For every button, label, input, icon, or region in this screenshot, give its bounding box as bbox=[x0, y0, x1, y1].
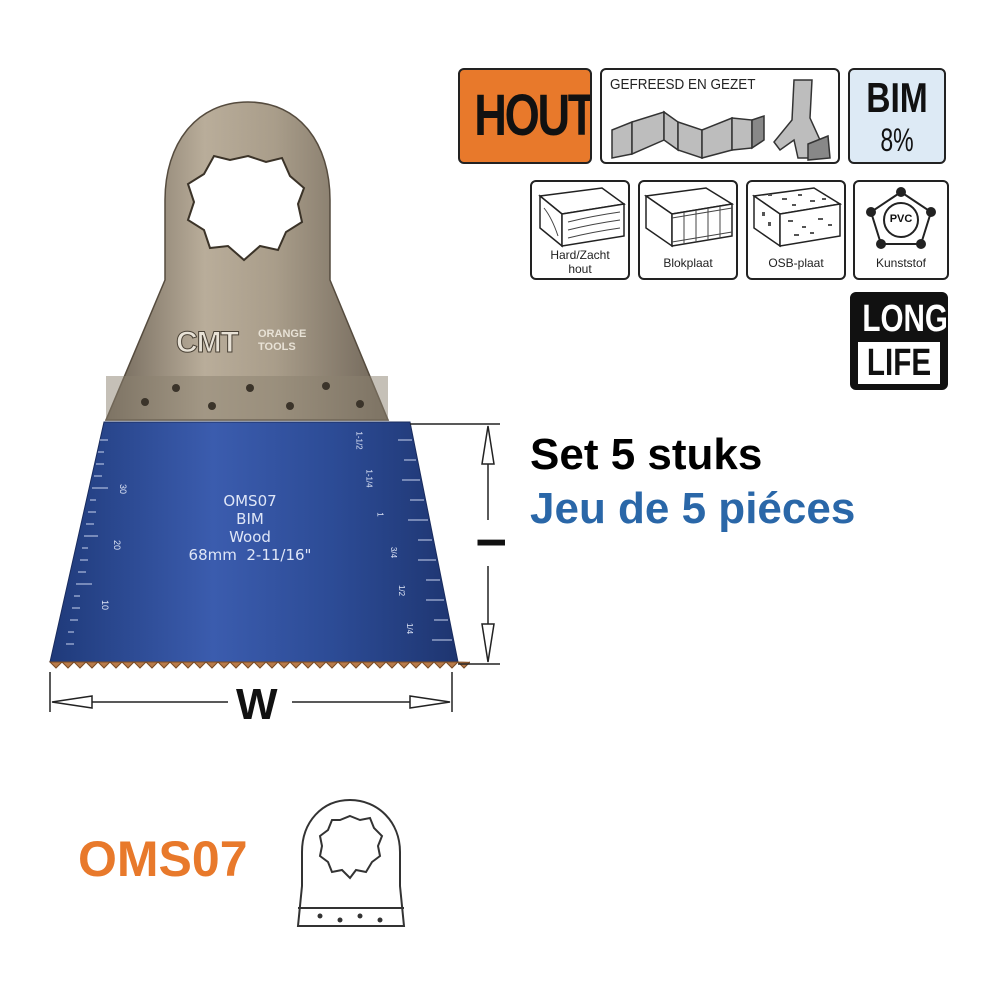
material-label-2: hout bbox=[568, 262, 592, 276]
scale-right-2: 1-1/4 bbox=[364, 469, 374, 488]
blade-engraving: OMS07 BIM Wood 68mm 2-11/16" bbox=[150, 492, 350, 564]
material-label: OSB-plaat bbox=[768, 256, 824, 270]
engrave-material: BIM bbox=[236, 510, 264, 528]
hout-badge: HOUT bbox=[458, 68, 592, 164]
height-label: I bbox=[468, 536, 513, 549]
scale-right-6: 1/4 bbox=[405, 622, 415, 635]
cmt-sub2: TOOLS bbox=[258, 341, 296, 353]
cmt-sub1: ORANGE bbox=[258, 328, 307, 340]
scale-left-20: 20 bbox=[112, 539, 123, 551]
material-plastic: PVC Kunststof bbox=[853, 180, 949, 280]
engrave-size: 68mm 2-11/16" bbox=[188, 546, 312, 564]
engrave-code: OMS07 bbox=[223, 492, 277, 510]
set-french: Jeu de 5 piéces bbox=[530, 484, 856, 533]
blockboard-icon bbox=[643, 187, 735, 248]
scale-right-3: 1 bbox=[375, 512, 385, 517]
gefreesd-label: GEFREESD EN GEZET bbox=[610, 76, 756, 93]
long-life-badge: LONG bbox=[850, 292, 948, 390]
bim-label: BIM bbox=[866, 74, 928, 121]
pvc-icon bbox=[866, 187, 936, 249]
life-label-text: LIFE bbox=[866, 342, 932, 384]
set-dutch: Set 5 stuks bbox=[530, 430, 763, 479]
material-blockboard: Blokplaat bbox=[638, 180, 738, 280]
bim-badge: BIM 8% Co bbox=[848, 68, 946, 164]
wood-grain-icon bbox=[538, 187, 626, 248]
blade-outline-icon bbox=[296, 798, 406, 927]
scale-right-5: 1/2 bbox=[397, 584, 407, 597]
material-osb: OSB-plaat bbox=[746, 180, 846, 280]
material-label: Hard/Zacht bbox=[550, 248, 610, 262]
osb-board-icon bbox=[751, 187, 843, 248]
long-label: LONG bbox=[862, 298, 948, 340]
life-label bbox=[858, 342, 940, 384]
material-hardwood: Hard/Zacht hout bbox=[530, 180, 630, 280]
teeth-profile-icon bbox=[611, 79, 831, 161]
product-code: OMS07 bbox=[78, 831, 248, 887]
engrave-use: Wood bbox=[229, 528, 271, 546]
scale-left-30: 30 bbox=[118, 483, 129, 495]
scale-left-10: 10 bbox=[100, 599, 111, 611]
material-label: Kunststof bbox=[875, 256, 927, 270]
scale-right-4: 3/4 bbox=[389, 546, 399, 559]
gefreesd-badge: GEFREESD EN GEZET bbox=[600, 68, 840, 164]
cmt-brand: CMT bbox=[176, 326, 240, 360]
width-label: W bbox=[236, 680, 278, 729]
cmt-logo: CMT ORANGE TOOLS bbox=[176, 326, 336, 360]
hout-label: HOUT bbox=[474, 83, 592, 148]
scale-right-1: 1-1/2 bbox=[354, 431, 364, 450]
cobalt-label: 8% Co bbox=[880, 122, 914, 162]
pvc-text: PVC bbox=[889, 213, 913, 225]
material-label: Blokplaat bbox=[663, 256, 713, 270]
saw-blade-image bbox=[48, 101, 470, 669]
